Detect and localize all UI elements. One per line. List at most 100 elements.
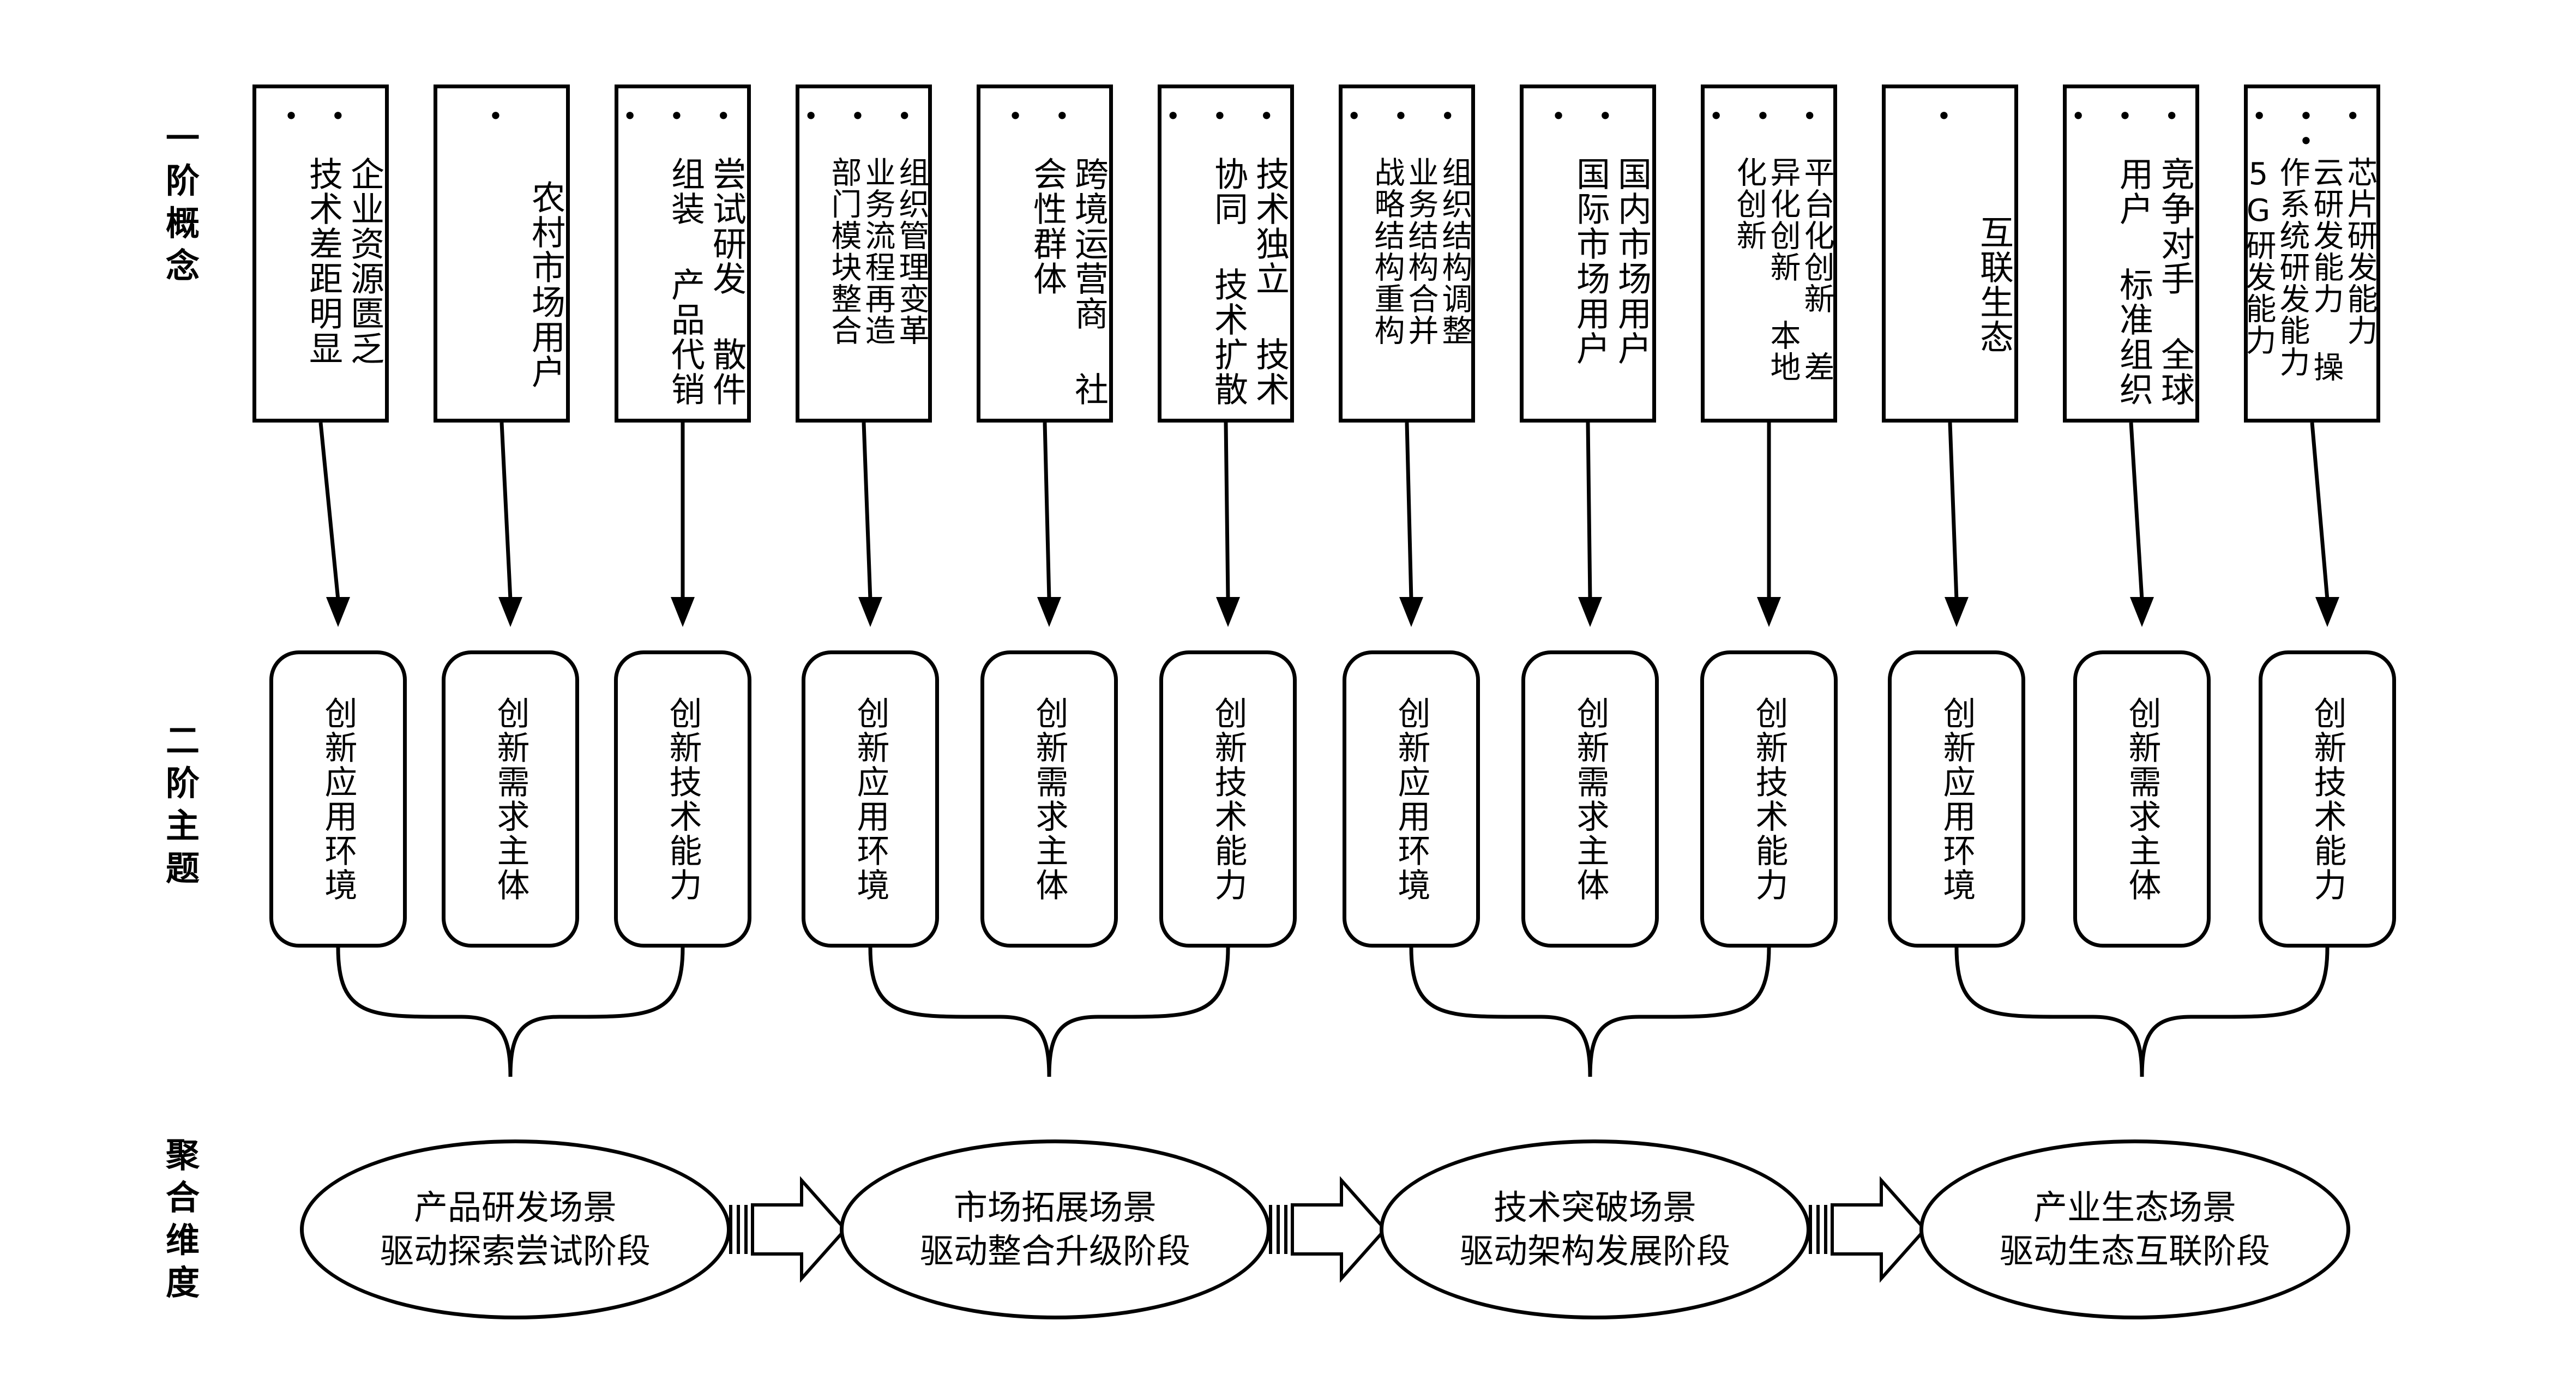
theme-group-braces xyxy=(336,947,2330,1077)
group-brace xyxy=(1409,947,1771,1077)
theme-text: 创新需求主体 xyxy=(1571,696,1609,902)
arrow-line xyxy=(862,422,872,600)
theme-box: 创新技术能力 xyxy=(614,650,751,948)
bullet-dots: • • xyxy=(284,101,358,131)
concept-text: 尝试研发 散件组装 产品代销 xyxy=(665,156,747,407)
theme-box: 创新应用环境 xyxy=(269,650,407,948)
theme-box: 创新应用环境 xyxy=(802,650,939,948)
arrow-head xyxy=(1757,597,1781,627)
theme-text: 创新应用环境 xyxy=(851,696,889,902)
stage-arrow xyxy=(1269,1176,1388,1283)
arrow-head xyxy=(2315,597,2339,627)
theme-box: 创新需求主体 xyxy=(1521,650,1659,948)
concept-to-theme-arrows xyxy=(318,422,2339,627)
theme-text: 创新技术能力 xyxy=(1209,696,1247,902)
group-brace xyxy=(1954,947,2330,1077)
concept-text: 互联生态 xyxy=(1974,214,2014,354)
arrow-line xyxy=(318,422,340,600)
concept-box: • • • 技术独立 技术协同 技术扩散 xyxy=(1158,85,1294,423)
arrow-head xyxy=(858,597,882,627)
bullet-dots: • • xyxy=(1008,101,1082,131)
stage-arrow-head xyxy=(1831,1176,1928,1283)
theme-box: 创新需求主体 xyxy=(2073,650,2211,948)
concept-text: 竞争对手 全球用户 标准组织 xyxy=(2114,156,2195,407)
row-label-level1: 一阶概念 xyxy=(165,118,200,286)
theme-text: 创新应用环境 xyxy=(319,696,357,902)
theme-text: 创新应用环境 xyxy=(1937,696,1976,902)
concept-box: • • • 组织管理变革 业务流程再造 部门模块整合 xyxy=(796,85,932,423)
concept-box: • • 企业资源匮乏 技术差距明显 xyxy=(252,85,389,423)
arrow-head xyxy=(2130,597,2154,627)
arrow-head xyxy=(1037,597,1061,627)
stage-ellipse: 产品研发场景 驱动探索尝试阶段 xyxy=(300,1139,731,1319)
concept-text: 农村市场用户 xyxy=(526,179,565,389)
concept-text: 平台化创新 差异化创新 本地化创新 xyxy=(1731,156,1834,383)
stage-ellipse: 市场拓展场景 驱动整合升级阶段 xyxy=(840,1139,1271,1319)
stage-line2: 驱动生态互联阶段 xyxy=(1999,1231,2270,1271)
concept-box: • • 跨境运营商 社会性群体 xyxy=(977,85,1113,423)
concept-box: • 互联生态 xyxy=(1882,85,2018,423)
stage-line1: 产业生态场景 xyxy=(2033,1187,2236,1227)
arrow-head xyxy=(1945,597,1969,627)
arrow-line xyxy=(1405,422,1413,600)
stage-ellipse: 产业生态场景 驱动生态互联阶段 xyxy=(1919,1139,2350,1319)
concept-text: 国内市场用户 国际市场用户 xyxy=(1570,156,1652,366)
bullet-dots: • • xyxy=(1551,101,1625,131)
concept-box: • • 国内市场用户 国际市场用户 xyxy=(1520,85,1656,423)
bullet-dots: • • • xyxy=(1346,101,1467,131)
arrow-head xyxy=(326,597,350,627)
bullet-dots: • • • xyxy=(803,101,924,131)
concept-text: 组织结构调整 业务结构合并 战略结构重构 xyxy=(1369,156,1472,346)
theme-text: 创新技术能力 xyxy=(2308,696,2346,902)
concept-box: • • • 尝试研发 散件组装 产品代销 xyxy=(615,85,751,423)
stage-ellipse: 技术突破场景 驱动架构发展阶段 xyxy=(1380,1139,1810,1319)
bullet-dots: • • • xyxy=(622,101,743,131)
theme-box: 创新技术能力 xyxy=(2259,650,2396,948)
concept-box: • • • 竞争对手 全球用户 标准组织 xyxy=(2063,85,2199,423)
arrow-line xyxy=(499,422,513,600)
theme-box: 创新技术能力 xyxy=(1700,650,1838,948)
concept-text: 芯片研发能力 云研发能力 操作系统研发能力 5G研发能力 xyxy=(2241,156,2378,383)
theme-text: 创新应用环境 xyxy=(1392,696,1430,902)
concept-box: • • • • 芯片研发能力 云研发能力 操作系统研发能力 5G研发能力 xyxy=(2241,85,2380,423)
theme-text: 创新需求主体 xyxy=(2123,696,2161,902)
concept-text: 跨境运营商 社会性群体 xyxy=(1027,156,1109,407)
theme-text: 创新需求主体 xyxy=(491,696,529,902)
stage-line2: 驱动探索尝试阶段 xyxy=(380,1231,651,1271)
stage-arrow xyxy=(1809,1176,1928,1283)
theme-text: 创新技术能力 xyxy=(1750,696,1788,902)
concept-text: 技术独立 技术协同 技术扩散 xyxy=(1208,156,1290,407)
theme-box: 创新应用环境 xyxy=(1888,650,2025,948)
group-brace xyxy=(868,947,1230,1077)
arrow-line xyxy=(1586,422,1592,600)
concept-box: • 农村市场用户 xyxy=(434,85,570,423)
stage-arrow-head xyxy=(1291,1176,1388,1283)
stage-line1: 产品研发场景 xyxy=(413,1187,617,1227)
theme-box: 创新需求主体 xyxy=(980,650,1118,948)
stage-line2: 驱动整合升级阶段 xyxy=(919,1231,1190,1271)
arrow-head xyxy=(671,597,695,627)
bullet-dots: • xyxy=(1936,101,1964,131)
bullet-dots: • • • xyxy=(1708,101,1829,131)
concept-text: 组织管理变革 业务流程再造 部门模块整合 xyxy=(826,156,929,346)
stage-line1: 市场拓展场景 xyxy=(953,1187,1157,1227)
row-label-aggregate: 聚合维度 xyxy=(165,1135,200,1302)
stage-arrow xyxy=(729,1176,848,1283)
bullet-dots: • • • xyxy=(1165,101,1286,131)
arrow-line xyxy=(2310,422,2330,600)
theme-text: 创新需求主体 xyxy=(1030,696,1068,902)
arrow-head xyxy=(498,597,522,627)
concept-box: • • • 组织结构调整 业务结构合并 战略结构重构 xyxy=(1339,85,1475,423)
arrow-line xyxy=(2129,422,2144,600)
bullet-dots: • • • • xyxy=(2252,101,2373,156)
concept-box: • • • 平台化创新 差异化创新 本地化创新 xyxy=(1701,85,1837,423)
concept-text: 企业资源匮乏 技术差距明显 xyxy=(303,156,384,366)
theme-box: 创新技术能力 xyxy=(1159,650,1297,948)
group-brace xyxy=(336,947,685,1077)
stage-line1: 技术突破场景 xyxy=(1493,1187,1696,1227)
theme-box: 创新需求主体 xyxy=(442,650,579,948)
theme-text: 创新技术能力 xyxy=(664,696,702,902)
bullet-dots: • • • xyxy=(2071,101,2192,131)
